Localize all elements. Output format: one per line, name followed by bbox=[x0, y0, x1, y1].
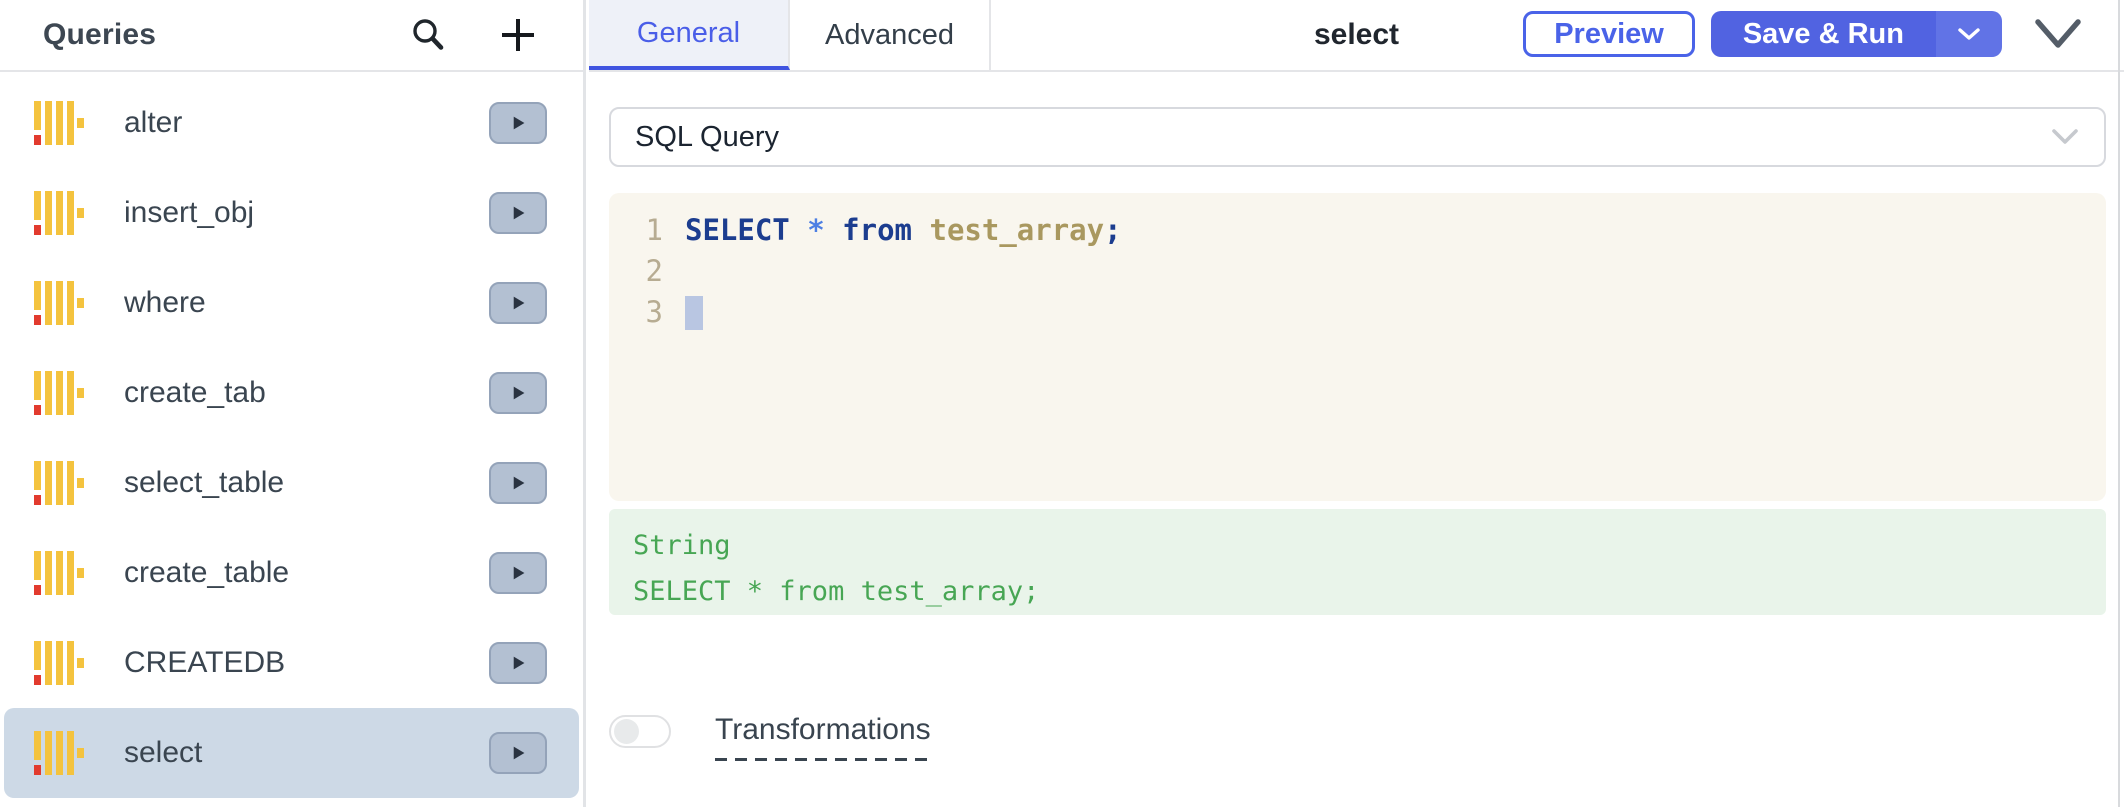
search-queries-button[interactable] bbox=[408, 15, 448, 55]
query-type-value: SQL Query bbox=[635, 120, 779, 153]
play-icon bbox=[513, 206, 525, 220]
text-cursor bbox=[685, 295, 703, 330]
run-query-button[interactable] bbox=[489, 552, 547, 594]
run-query-button[interactable] bbox=[489, 102, 547, 144]
run-query-button[interactable] bbox=[489, 642, 547, 684]
result-type-label: String bbox=[633, 530, 731, 561]
line-number: 3 bbox=[645, 294, 663, 329]
query-list-item-createdb[interactable]: CREATEDB bbox=[0, 618, 583, 708]
result-value: SELECT * from test_array; bbox=[633, 576, 1040, 607]
query-name: where bbox=[124, 286, 206, 319]
query-list-item-insert-obj[interactable]: insert_obj bbox=[0, 168, 583, 258]
query-editor-content: SQL Query 1 SELECT * from test_array; 2 … bbox=[589, 72, 2124, 761]
query-list-item-create-table[interactable]: create_table bbox=[0, 528, 583, 618]
tab-general[interactable]: General bbox=[589, 0, 790, 70]
clickhouse-logo-icon bbox=[34, 641, 84, 685]
query-list: alter insert_obj where bbox=[0, 72, 583, 798]
clickhouse-logo-icon bbox=[34, 461, 84, 505]
clickhouse-logo-icon bbox=[34, 551, 84, 595]
clickhouse-logo-icon bbox=[34, 281, 84, 325]
run-query-button[interactable] bbox=[489, 462, 547, 504]
play-icon bbox=[513, 386, 525, 400]
tab-advanced[interactable]: Advanced bbox=[790, 0, 991, 70]
query-name: CREATEDB bbox=[124, 646, 286, 679]
query-name: select bbox=[124, 736, 203, 769]
play-icon bbox=[513, 746, 525, 760]
run-query-button[interactable] bbox=[489, 282, 547, 324]
code-line-1: 1 SELECT * from test_array; bbox=[623, 209, 2106, 250]
run-query-button[interactable] bbox=[489, 192, 547, 234]
sql-code-editor[interactable]: 1 SELECT * from test_array; 2 3 bbox=[609, 193, 2106, 501]
panel-resize-divider[interactable] bbox=[2118, 0, 2120, 807]
play-icon bbox=[513, 656, 525, 670]
query-name: insert_obj bbox=[124, 196, 255, 229]
query-list-item-select[interactable]: select bbox=[4, 708, 579, 798]
query-list-item-create-tab[interactable]: create_tab bbox=[0, 348, 583, 438]
collapse-panel-button[interactable] bbox=[2034, 14, 2082, 54]
query-type-select[interactable]: SQL Query bbox=[609, 107, 2106, 167]
query-name: alter bbox=[124, 106, 183, 139]
query-name: create_table bbox=[124, 556, 290, 589]
run-query-button[interactable] bbox=[489, 732, 547, 774]
preview-button[interactable]: Preview bbox=[1523, 11, 1695, 57]
code-text bbox=[685, 294, 703, 330]
transformations-section: Transformations bbox=[609, 713, 2106, 761]
play-icon bbox=[513, 476, 525, 490]
line-number: 2 bbox=[645, 253, 663, 288]
transformations-toggle[interactable] bbox=[609, 715, 671, 748]
main-header: General Advanced select Preview Save & R… bbox=[589, 0, 2124, 72]
chevron-down-icon bbox=[1958, 28, 1980, 40]
query-list-item-select-table[interactable]: select_table bbox=[0, 438, 583, 528]
code-line-2: 2 bbox=[623, 250, 2106, 291]
code-line-3: 3 bbox=[623, 291, 2106, 332]
transformations-label[interactable]: Transformations bbox=[715, 713, 933, 761]
clickhouse-logo-icon bbox=[34, 101, 84, 145]
query-string-preview: String SELECT * from test_array; bbox=[609, 509, 2106, 615]
query-list-item-alter[interactable]: alter bbox=[0, 78, 583, 168]
sidebar-title: Queries bbox=[43, 18, 157, 51]
query-detail-panel: General Advanced select Preview Save & R… bbox=[589, 0, 2124, 807]
queries-sidebar: Queries alter bbox=[0, 0, 586, 807]
search-icon bbox=[413, 19, 444, 50]
run-query-button[interactable] bbox=[489, 372, 547, 414]
chevron-down-icon bbox=[2035, 19, 2081, 48]
play-icon bbox=[513, 116, 525, 130]
header-actions: Preview Save & Run bbox=[1523, 11, 2082, 57]
clickhouse-logo-icon bbox=[34, 191, 84, 235]
play-icon bbox=[513, 296, 525, 310]
sidebar-header: Queries bbox=[0, 0, 583, 72]
add-query-button[interactable] bbox=[498, 15, 538, 55]
query-list-item-where[interactable]: where bbox=[0, 258, 583, 348]
save-and-run-button[interactable]: Save & Run bbox=[1710, 11, 1936, 57]
query-name: select_table bbox=[124, 466, 285, 499]
query-title: select bbox=[1313, 18, 1400, 51]
save-and-run-split-button: Save & Run bbox=[1710, 11, 2002, 57]
query-name: create_tab bbox=[124, 376, 266, 409]
code-text: SELECT * from test_array; bbox=[685, 212, 1122, 247]
play-icon bbox=[513, 566, 525, 580]
toggle-knob bbox=[614, 719, 639, 744]
plus-icon bbox=[502, 19, 534, 51]
chevron-down-icon bbox=[2052, 129, 2078, 144]
line-number: 1 bbox=[645, 212, 663, 247]
save-and-run-dropdown-button[interactable] bbox=[1936, 11, 2002, 57]
clickhouse-logo-icon bbox=[34, 731, 84, 775]
clickhouse-logo-icon bbox=[34, 371, 84, 415]
